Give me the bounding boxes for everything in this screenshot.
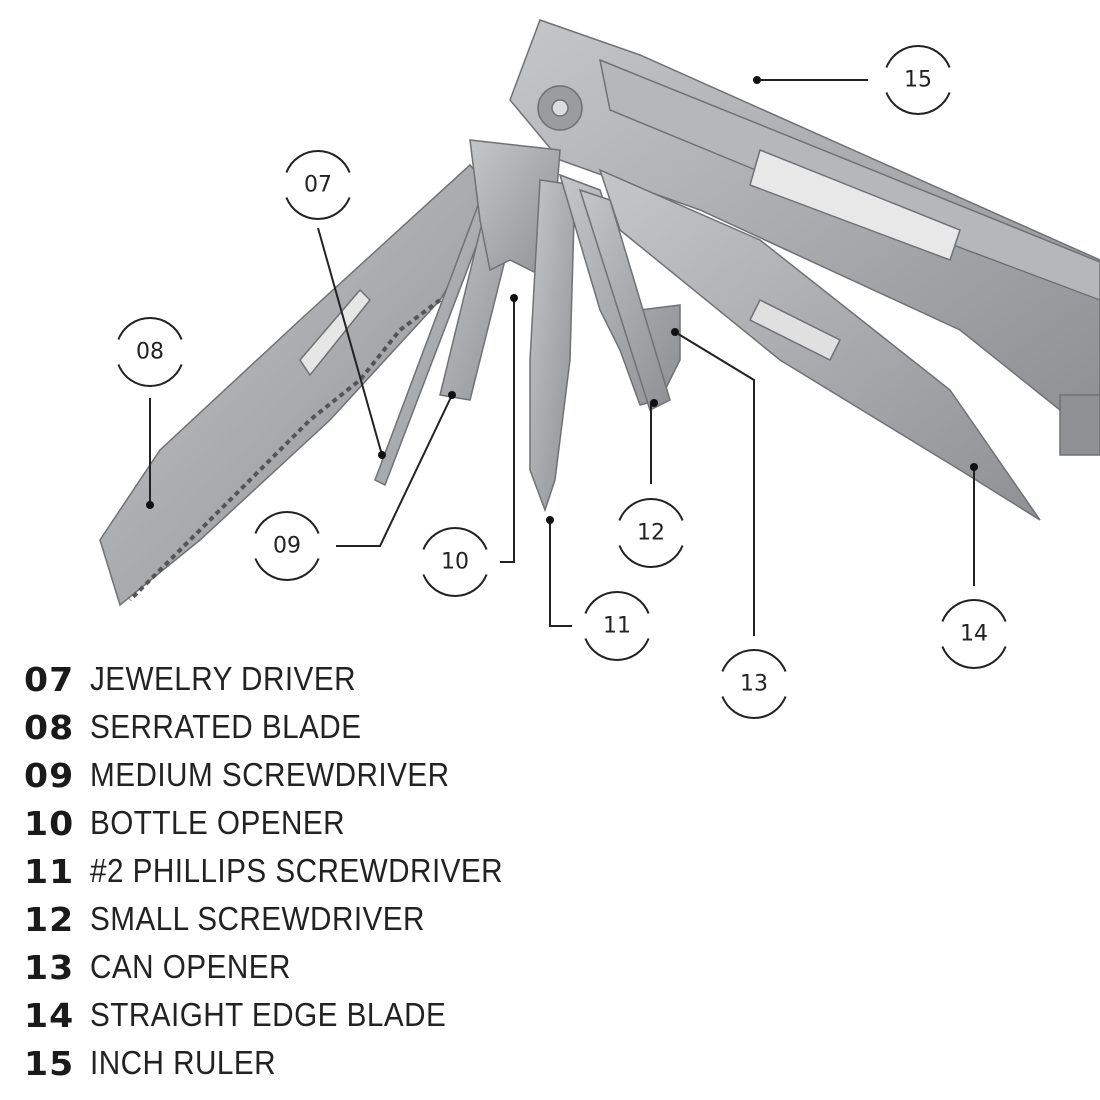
callout-15: 15 [885,45,951,115]
callout-number: 08 [136,340,164,365]
legend-row: 12 SMALL SCREWDRIVER [24,895,549,943]
callout-09: 09 [254,511,320,581]
callout-ring [285,150,351,173]
callout-circles: 07 08 09 10 11 12 13 14 15 [117,45,1007,719]
callout-08: 08 [117,317,183,387]
legend-number: 10 [24,803,75,843]
legend-label: INCH RULER [90,1044,277,1081]
legend-row: 10 BOTTLE OPENER [24,799,549,847]
leader-dots [146,76,978,524]
callout-number: 12 [637,521,665,546]
legend-number: 08 [24,707,75,747]
callout-ring [422,574,488,597]
callout-12: 12 [618,498,684,568]
callout-number: 07 [304,173,332,198]
callout-ring [618,498,684,521]
callout-10: 10 [422,527,488,597]
legend-row: 13 CAN OPENER [24,943,549,991]
leader-09 [336,394,453,547]
callout-11: 11 [584,591,650,661]
legend-label: SMALL SCREWDRIVER [90,900,425,937]
callout-ring [721,649,787,672]
callout-number: 15 [904,68,932,93]
legend-label: MEDIUM SCREWDRIVER [90,756,450,793]
callout-ring [117,317,183,340]
legend-row: 07 JEWELRY DRIVER [24,655,549,703]
legend-label: SERRATED BLADE [90,708,362,745]
legend-number: 07 [24,659,75,699]
leader-13 [674,331,755,636]
legend-number: 09 [24,755,75,795]
legend-row: 15 INCH RULER [24,1039,549,1087]
callout-number: 11 [603,614,631,639]
leader-10 [500,298,515,563]
legend-label: CAN OPENER [90,948,291,985]
callout-07: 07 [285,150,351,220]
callout-ring [584,591,650,614]
callout-ring [721,696,787,719]
leader-11 [549,520,572,627]
leader-07 [317,227,383,456]
legend-row: 14 STRAIGHT EDGE BLADE [24,991,549,1039]
callout-ring [117,364,183,387]
multitool-illustration [99,19,1100,607]
legend-number: 11 [24,851,75,891]
callout-ring [422,527,488,550]
legend-number: 14 [24,995,75,1035]
callout-number: 10 [441,550,469,575]
leader-lines [149,79,975,636]
callout-ring [584,638,650,661]
phillips-screwdriver [529,179,576,513]
callout-number: 13 [740,672,768,697]
callout-ring [885,45,951,68]
legend-label: STRAIGHT EDGE BLADE [90,996,447,1033]
legend-label: JEWELRY DRIVER [90,660,356,697]
legend-row: 09 MEDIUM SCREWDRIVER [24,751,549,799]
callout-ring [254,511,320,534]
parts-legend: 07 JEWELRY DRIVER 08 SERRATED BLADE 09 MEDIUM… [24,655,549,1087]
legend-number: 12 [24,899,75,939]
callout-number: 14 [960,622,988,647]
small-screwdriver [578,188,671,412]
callout-14: 14 [941,599,1007,669]
callout-ring [254,558,320,581]
legend-row: 11 #2 PHILLIPS SCREWDRIVER [24,847,549,895]
legend-label: BOTTLE OPENER [90,804,346,841]
legend-row: 08 SERRATED BLADE [24,703,549,751]
callout-ring [618,545,684,568]
callout-number: 09 [273,534,301,559]
callout-ring [285,197,351,220]
callout-ring [941,599,1007,622]
callout-13: 13 [721,649,787,719]
legend-number: 15 [24,1043,75,1083]
callout-ring [885,92,951,115]
legend-number: 13 [24,947,75,987]
legend-label: #2 PHILLIPS SCREWDRIVER [90,852,504,889]
callout-ring [941,646,1007,669]
